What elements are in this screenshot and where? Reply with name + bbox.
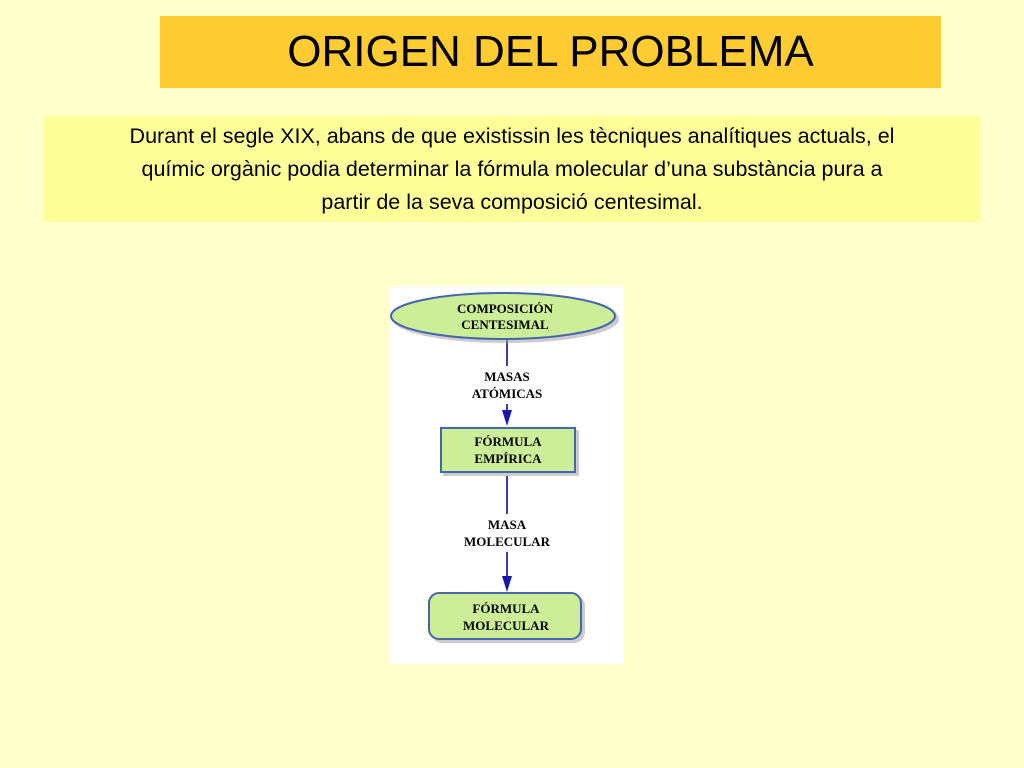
- flowchart: MASAS ATÓMICAS MASA MOLECULAR COMPOSICIÓ…: [390, 286, 624, 664]
- edge-label-2-line-2: MOLECULAR: [464, 534, 551, 549]
- edge-arrow-1: [502, 410, 512, 426]
- node-formula-empirica-line-1: FÓRMULA: [474, 434, 542, 449]
- node-composicion-line-1: COMPOSICIÓN: [457, 301, 554, 316]
- node-composicion-line-2: CENTESIMAL: [461, 317, 549, 332]
- flowchart-canvas: MASAS ATÓMICAS MASA MOLECULAR COMPOSICIÓ…: [390, 292, 616, 640]
- node-formula-molecular-line-1: FÓRMULA: [472, 601, 540, 616]
- node-formula-molecular-shape: [428, 592, 582, 640]
- intro-line-3: partir de la seva composició centesimal.: [321, 189, 703, 214]
- intro-box: Durant el segle XIX, abans de que existi…: [44, 116, 980, 222]
- edge-label-bg-2: [440, 514, 574, 552]
- node-composicion-shape: [390, 292, 616, 340]
- edge-label-1-line-1: MASAS: [484, 369, 530, 384]
- intro-line-2: químic orgànic podia determinar la fórmu…: [141, 156, 883, 181]
- edge-label-2-line-1: MASA: [488, 517, 527, 532]
- intro-line-1: Durant el segle XIX, abans de que existi…: [129, 123, 895, 148]
- edge-label-bg-1: [445, 366, 569, 404]
- edge-arrow-2: [502, 576, 512, 592]
- node-formula-molecular-line-2: MOLECULAR: [463, 618, 550, 633]
- intro-paragraph: Durant el segle XIX, abans de que existi…: [130, 120, 895, 219]
- node-formula-empirica-shape: [440, 427, 576, 473]
- node-formula-empirica-line-2: EMPÍRICA: [474, 451, 542, 466]
- edge-label-1-line-2: ATÓMICAS: [472, 386, 543, 401]
- title-banner: ORIGEN DEL PROBLEMA: [160, 16, 941, 88]
- slide-title: ORIGEN DEL PROBLEMA: [287, 27, 814, 76]
